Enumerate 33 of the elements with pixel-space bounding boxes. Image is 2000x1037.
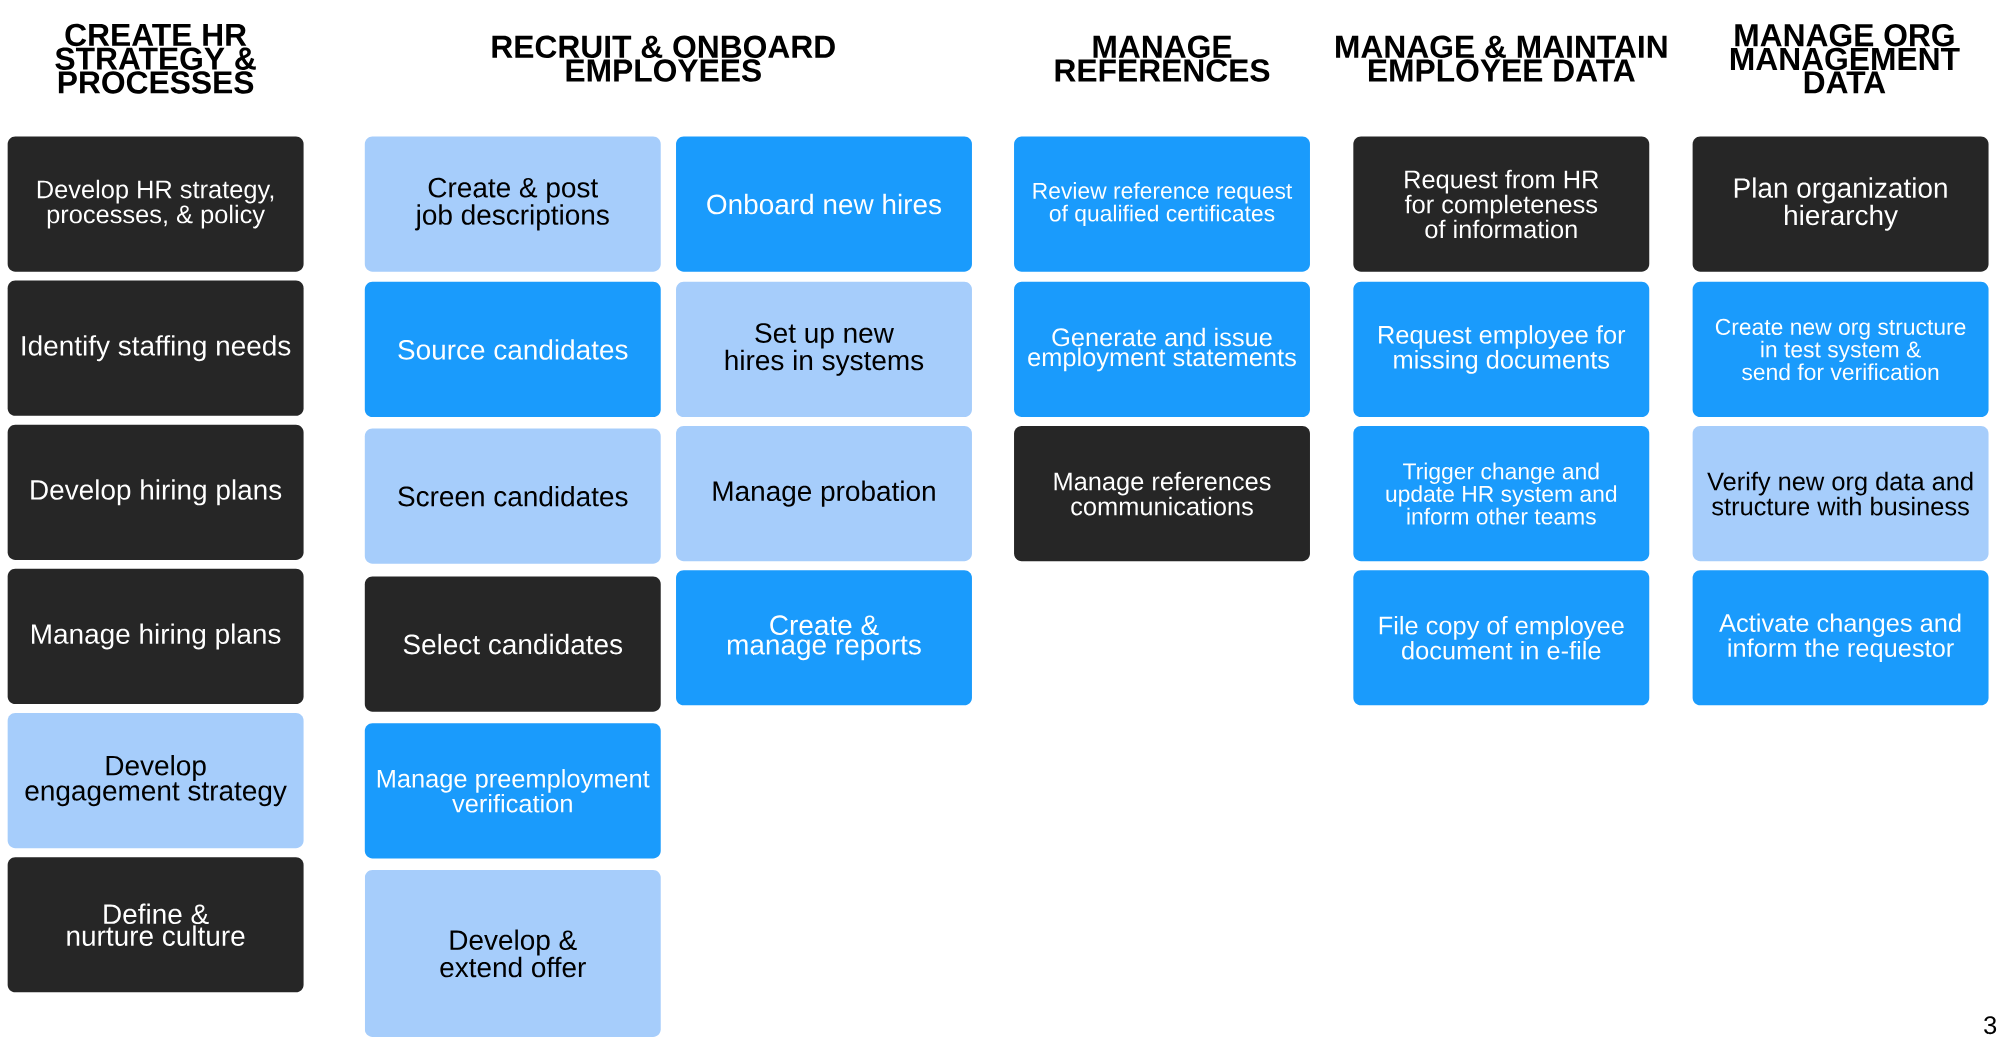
page-number: 3: [1984, 1016, 1997, 1035]
process-box: Generate and issue employment statements: [1014, 281, 1310, 418]
process-box: Create new org structure in test system & send for verification: [1692, 281, 1989, 418]
process-box: Manage preemployment verification: [364, 723, 661, 859]
column-heading: CREATE HR STRATEGY & PROCESSES: [55, 23, 256, 94]
process-box: Identify staffing needs: [7, 280, 304, 416]
process-box: Develop hiring plans: [7, 424, 304, 560]
process-box: Manage probation: [676, 426, 972, 562]
process-box: Develop engagement strategy: [7, 713, 304, 849]
process-box: Define & nurture culture: [7, 857, 304, 993]
process-box: Create & post job descriptions: [364, 136, 661, 272]
process-box: Set up new hires in systems: [676, 281, 972, 418]
column-heading: MANAGE ORG MANAGEMENT DATA: [1730, 23, 1960, 94]
process-box: Activate changes and inform the requestor: [1692, 570, 1989, 706]
process-box: Onboard new hires: [676, 136, 972, 272]
process-box: Select candidates: [364, 576, 661, 712]
process-box: File copy of employee document in e-file: [1353, 570, 1650, 706]
process-box: Trigger change and update HR system and inform other teams: [1353, 426, 1650, 562]
process-box: Request employee for missing documents: [1353, 281, 1650, 418]
column-heading: MANAGE & MAINTAIN EMPLOYEE DATA: [1336, 35, 1667, 82]
process-box: Plan organization hierarchy: [1692, 136, 1989, 272]
process-box: Screen candidates: [364, 428, 661, 564]
process-box: Manage hiring plans: [7, 568, 304, 705]
process-box: Develop & extend offer: [364, 869, 661, 1037]
process-box: Request from HR for completeness of information: [1353, 136, 1650, 272]
column-heading: RECRUIT & ONBOARD EMPLOYEES: [492, 35, 835, 82]
process-box: Create & manage reports: [676, 570, 972, 706]
column-heading: MANAGE REFERENCES: [1055, 35, 1270, 82]
process-box: Manage references communications: [1014, 426, 1310, 562]
process-box: Review reference request of qualified certificates: [1014, 136, 1310, 272]
process-box: Develop HR strategy, processes, & policy: [7, 136, 304, 272]
process-box: Source candidates: [364, 281, 661, 418]
process-box: Verify new org data and structure with business: [1692, 426, 1989, 562]
